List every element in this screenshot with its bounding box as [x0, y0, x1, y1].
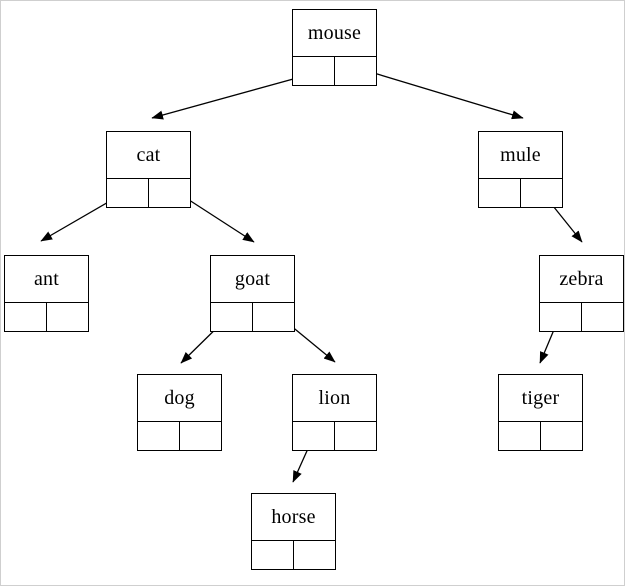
tree-node-dog[interactable]: dog	[137, 374, 222, 451]
pointer-cell-right-ant[interactable]	[47, 303, 89, 331]
node-pointers-mouse	[293, 57, 376, 85]
tree-node-mule[interactable]: mule	[478, 131, 563, 208]
tree-node-ant[interactable]: ant	[4, 255, 89, 332]
node-label-goat: goat	[211, 256, 294, 303]
node-label-ant: ant	[5, 256, 88, 303]
pointer-cell-left-tiger[interactable]	[499, 422, 541, 450]
tree-node-goat[interactable]: goat	[210, 255, 295, 332]
node-label-dog: dog	[138, 375, 221, 422]
pointer-cell-left-goat[interactable]	[211, 303, 253, 331]
pointer-cell-right-cat[interactable]	[149, 179, 191, 207]
node-label-cat: cat	[107, 132, 190, 179]
tree-node-lion[interactable]: lion	[292, 374, 377, 451]
edge-mouse-to-cat	[151, 72, 316, 120]
pointer-cell-right-zebra[interactable]	[582, 303, 624, 331]
node-pointers-zebra	[540, 303, 623, 331]
pointer-cell-left-ant[interactable]	[5, 303, 47, 331]
node-pointers-tiger	[499, 422, 582, 450]
node-label-mouse: mouse	[293, 10, 376, 57]
pointer-cell-left-dog[interactable]	[138, 422, 180, 450]
pointer-cell-left-lion[interactable]	[293, 422, 335, 450]
pointer-cell-right-mouse[interactable]	[335, 57, 377, 85]
pointer-cell-right-lion[interactable]	[335, 422, 377, 450]
pointer-cell-right-mule[interactable]	[521, 179, 563, 207]
pointer-cell-left-horse[interactable]	[252, 541, 294, 569]
pointer-cell-left-cat[interactable]	[107, 179, 149, 207]
pointer-cell-right-goat[interactable]	[253, 303, 295, 331]
node-pointers-cat	[107, 179, 190, 207]
node-label-tiger: tiger	[499, 375, 582, 422]
pointer-cell-right-dog[interactable]	[180, 422, 222, 450]
node-pointers-mule	[479, 179, 562, 207]
pointer-cell-left-mouse[interactable]	[293, 57, 335, 85]
tree-node-cat[interactable]: cat	[106, 131, 191, 208]
edge-mouse-to-mule	[353, 66, 524, 120]
node-pointers-horse	[252, 541, 335, 569]
pointer-cell-left-zebra[interactable]	[540, 303, 582, 331]
node-label-lion: lion	[293, 375, 376, 422]
node-label-mule: mule	[479, 132, 562, 179]
node-pointers-lion	[293, 422, 376, 450]
tree-node-zebra[interactable]: zebra	[539, 255, 624, 332]
tree-node-tiger[interactable]: tiger	[498, 374, 583, 451]
node-label-zebra: zebra	[540, 256, 623, 303]
tree-node-horse[interactable]: horse	[251, 493, 336, 570]
pointer-cell-right-horse[interactable]	[294, 541, 336, 569]
node-pointers-dog	[138, 422, 221, 450]
node-pointers-goat	[211, 303, 294, 331]
node-label-horse: horse	[252, 494, 335, 541]
pointer-cell-left-mule[interactable]	[479, 179, 521, 207]
pointer-cell-right-tiger[interactable]	[541, 422, 583, 450]
node-pointers-ant	[5, 303, 88, 331]
tree-node-mouse[interactable]: mouse	[292, 9, 377, 86]
